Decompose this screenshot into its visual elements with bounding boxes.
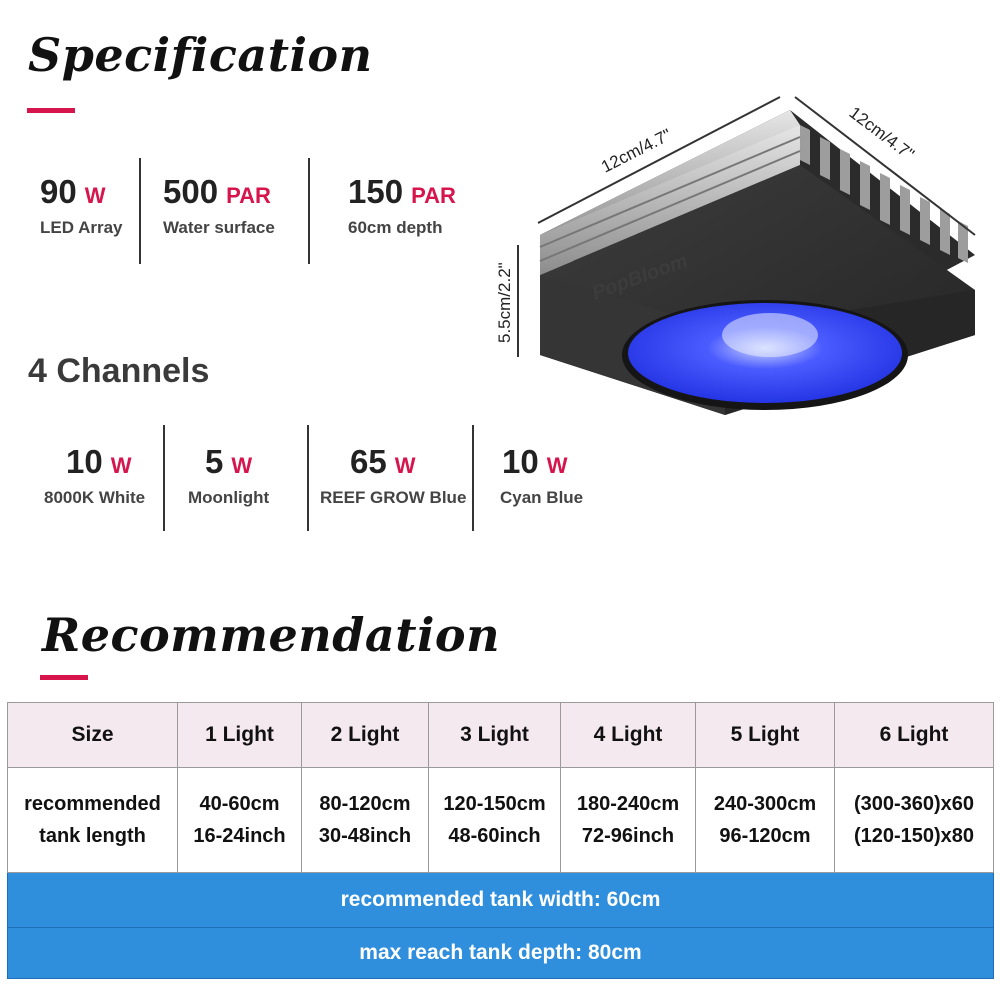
channel-cyan: 10 W Cyan Blue — [500, 445, 583, 508]
cell-line: 180-240cm — [576, 793, 680, 815]
heat-sink-fins — [800, 125, 968, 263]
header-5-light: 5 Light — [695, 702, 835, 768]
dimension-width: 12cm/4.7" — [846, 103, 918, 164]
table-row-width: recommended tank width: 60cm — [7, 872, 994, 928]
table-cell: (300-360)x60 (120-150)x80 — [834, 767, 994, 873]
stat-value: 500 — [163, 173, 219, 210]
header-1-light: 1 Light — [177, 702, 302, 768]
table-cell: 180-240cm 72-96inch — [560, 767, 696, 873]
row-label-line: recommended — [24, 793, 161, 815]
table-header-row: Size 1 Light 2 Light 3 Light 4 Light 5 L… — [7, 702, 994, 768]
stat-led-array: 90 W LED Array — [40, 175, 123, 238]
channel-white: 10 W 8000K White — [44, 445, 145, 508]
stat-label: Water surface — [163, 218, 275, 237]
cell-line: 96-120cm — [719, 825, 811, 847]
cell-line: 16-24inch — [193, 825, 286, 847]
stat-water-surface: 500 PAR Water surface — [163, 175, 275, 238]
tank-depth-note: max reach tank depth: 80cm — [7, 927, 994, 979]
table-cell: 40-60cm 16-24inch — [177, 767, 302, 873]
channel-unit: W — [231, 453, 253, 478]
channel-label: Cyan Blue — [500, 488, 584, 507]
accent-bar — [40, 675, 88, 680]
cell-line: 48-60inch — [448, 825, 541, 847]
row-label-cell: recommended tank length — [7, 767, 178, 873]
cell-line: 80-120cm — [319, 793, 411, 815]
dimension-line — [537, 96, 781, 224]
table-row: recommended tank length 40-60cm 16-24inch… — [7, 767, 994, 873]
channel-unit: W — [546, 453, 568, 478]
header-6-light: 6 Light — [834, 702, 994, 768]
stat-label: 60cm depth — [348, 218, 443, 237]
stat-value: 90 — [40, 173, 77, 210]
stat-value: 150 — [348, 173, 404, 210]
specification-title: Specification — [28, 28, 373, 82]
cell-line: (300-360)x60 — [853, 793, 975, 815]
channel-value: 5 — [205, 443, 224, 480]
accent-bar — [27, 108, 75, 113]
tank-width-note: recommended tank width: 60cm — [7, 872, 994, 928]
stat-depth: 150 PAR 60cm depth — [348, 175, 456, 238]
header-2-light: 2 Light — [301, 702, 429, 768]
channels-title: 4 Channels — [28, 352, 210, 390]
channel-label: REEF GROW Blue — [320, 488, 467, 507]
cell-line: (120-150)x80 — [853, 825, 975, 847]
channel-value: 65 — [350, 443, 387, 480]
channel-value: 10 — [66, 443, 103, 480]
recommendation-title: Recommendation — [42, 608, 501, 662]
channel-label: 8000K White — [44, 488, 146, 507]
channel-label: Moonlight — [188, 488, 270, 507]
stat-unit: PAR — [226, 183, 271, 208]
divider — [139, 158, 141, 264]
channel-reef-grow: 65 W REEF GROW Blue — [320, 445, 466, 508]
divider — [163, 425, 165, 531]
table-cell: 80-120cm 30-48inch — [301, 767, 429, 873]
divider — [472, 425, 474, 531]
channel-value: 10 — [502, 443, 539, 480]
stat-label: LED Array — [40, 218, 123, 237]
table-cell: 120-150cm 48-60inch — [428, 767, 561, 873]
recommendation-table: Size 1 Light 2 Light 3 Light 4 Light 5 L… — [7, 702, 994, 979]
channel-unit: W — [394, 453, 416, 478]
row-label-line: tank length — [39, 825, 146, 847]
cell-line: 240-300cm — [713, 793, 817, 815]
header-4-light: 4 Light — [560, 702, 696, 768]
cell-line: 40-60cm — [199, 793, 280, 815]
table-row-depth: max reach tank depth: 80cm — [7, 927, 994, 979]
header-3-light: 3 Light — [428, 702, 561, 768]
table-cell: 240-300cm 96-120cm — [695, 767, 835, 873]
header-size: Size — [7, 702, 178, 768]
stat-unit: W — [84, 183, 106, 208]
dimension-line — [794, 96, 976, 236]
divider — [307, 425, 309, 531]
stat-unit: PAR — [411, 183, 456, 208]
divider — [308, 158, 310, 264]
dimension-height: 5.5cm/2.2" — [495, 262, 514, 343]
dimension-length: 12cm/4.7" — [598, 125, 674, 176]
cell-line: 120-150cm — [443, 793, 546, 815]
channel-unit: W — [110, 453, 132, 478]
cell-line: 30-48inch — [318, 825, 412, 847]
cell-line: 72-96inch — [581, 825, 675, 847]
led-light-illustration: PopBloom 12cm/4.7" 12cm/4.7" 5.5cm/2.2" — [495, 96, 976, 415]
